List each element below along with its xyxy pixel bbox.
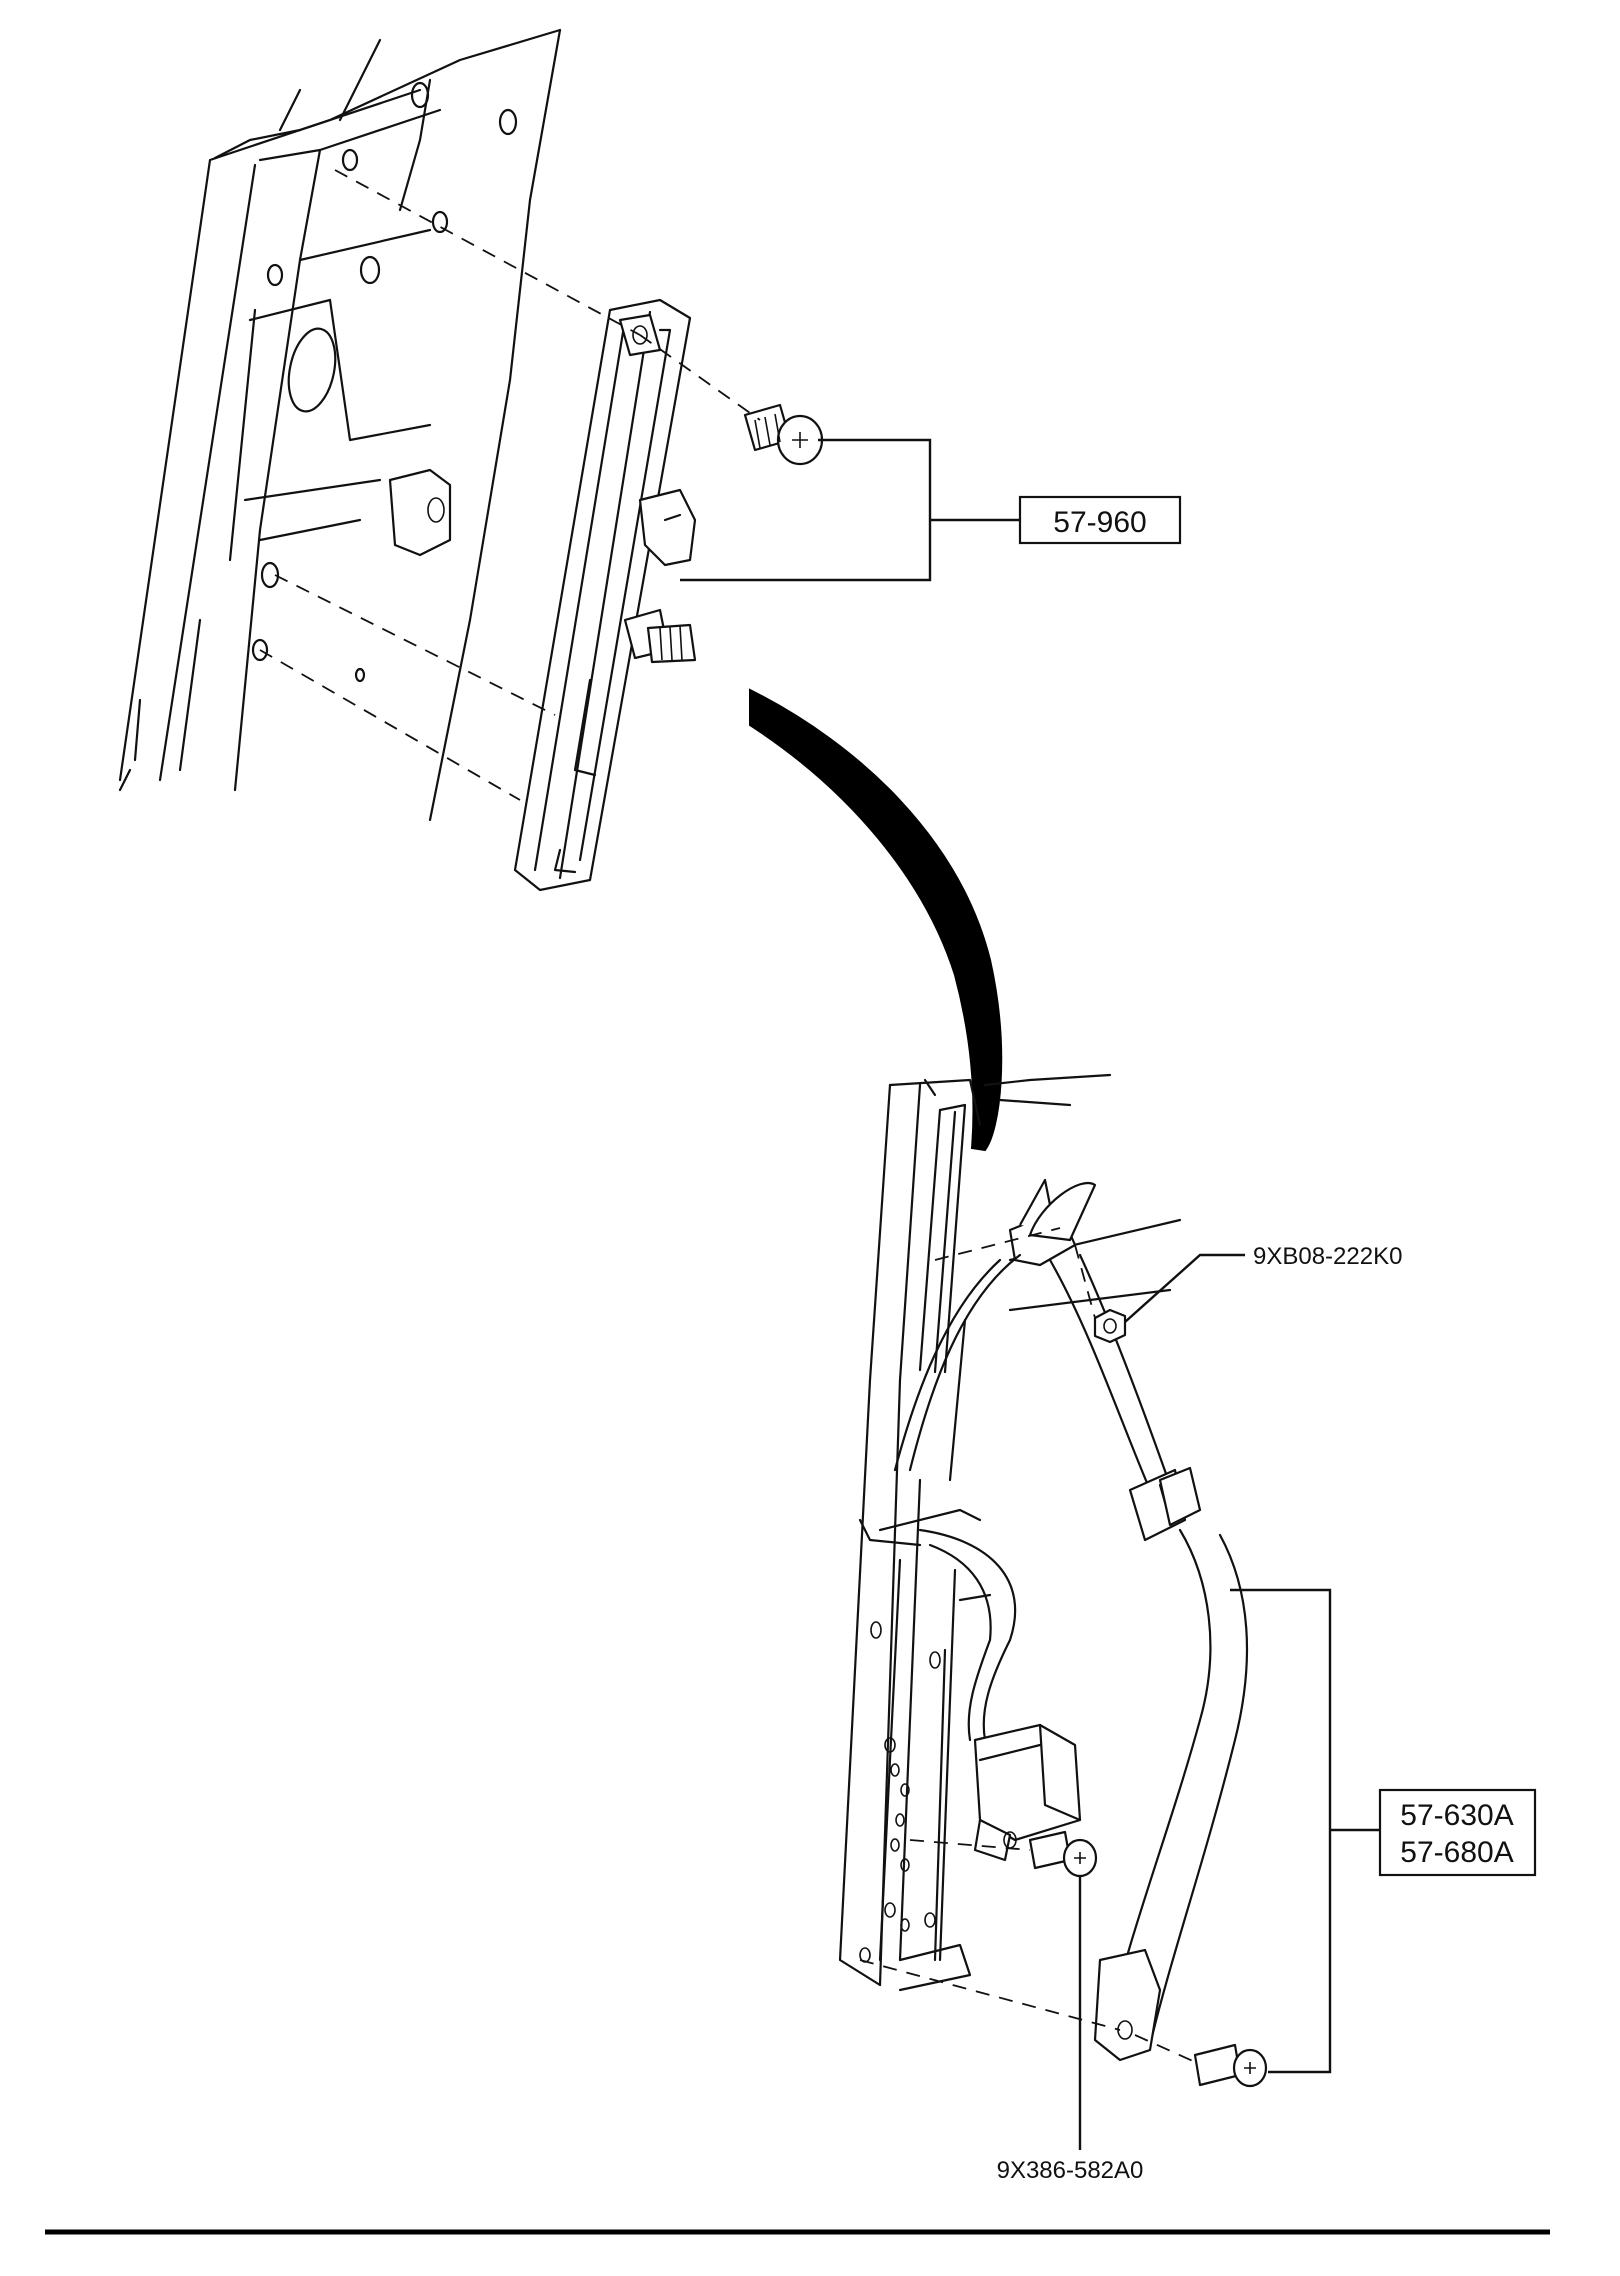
adjuster-bolt-icon [743,403,824,466]
belt-callout-label-1: 57-630A [1400,1799,1513,1832]
bolt-callout-label: 9X386-582A0 [997,2157,1144,2184]
upper-b-pillar-panel [118,28,562,822]
belt-callout-label-2: 57-680A [1400,1836,1513,1869]
shoulder-anchor-d-ring [1008,1178,1097,1267]
lower-anchor-plate [1093,1948,1162,2062]
belt-guide [1128,1466,1202,1542]
nut-icon [1093,1308,1127,1344]
belt-callout: 57-630A 57-680A [1378,1788,1537,1877]
nut-callout-label: 9XB08-222K0 [1253,1243,1402,1270]
height-adjuster-rail [513,298,697,892]
adjuster-callout: 57-960 [1018,495,1182,545]
upper-alignment-lines [259,169,761,801]
seat-belt-webbing [893,1253,1249,2047]
lower-leaders [1078,1253,1380,2150]
lower-b-pillar-panel [838,1073,1182,1992]
callout-label: 57-960 [1053,506,1146,539]
adjuster-leader [680,438,1020,582]
lower-alignment-lines [859,1227,1196,2063]
retractor-bolt-icon [1028,1830,1098,1878]
retractor-unit [973,1723,1082,1862]
anchor-bolt-icon [1193,2043,1268,2088]
